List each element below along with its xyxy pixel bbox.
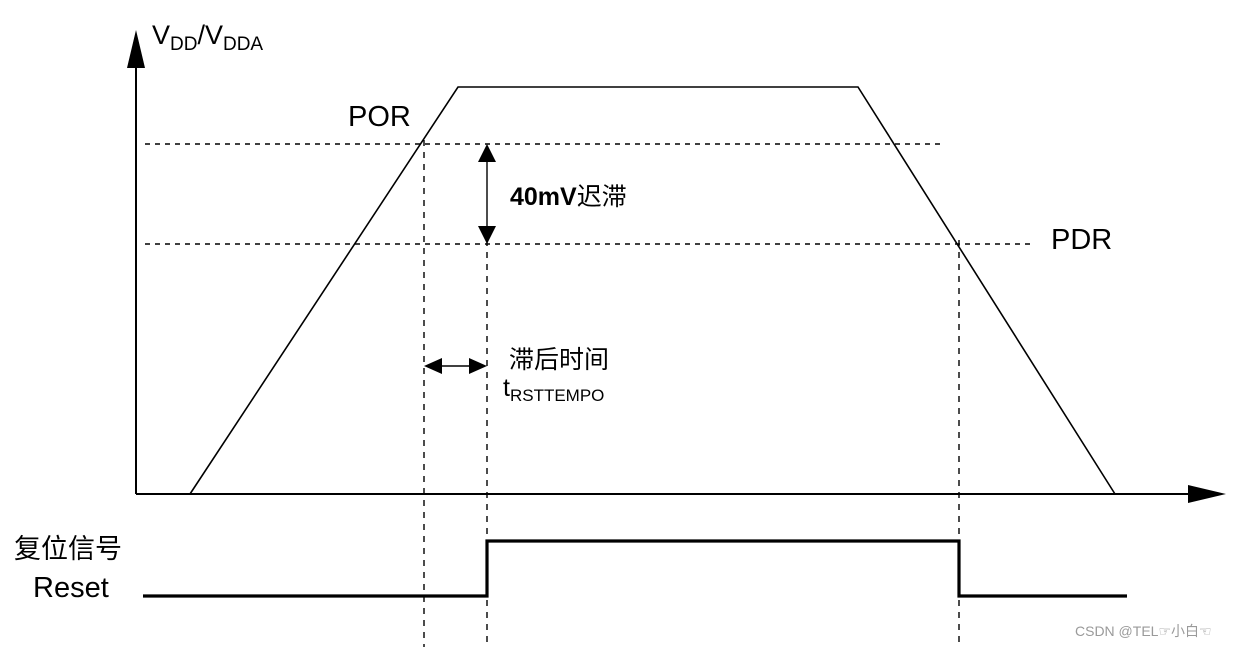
hysteresis-arrowhead-top [478,144,496,162]
delay-arrowhead-left [424,358,442,374]
y-axis-arrowhead [127,30,145,68]
hysteresis-arrowhead-bottom [478,226,496,244]
y-axis-label: VDD/VDDA [152,20,263,55]
delay-label-cn: 滞后时间 [509,345,609,374]
por-label: POR [348,101,411,133]
delay-label-trsttempo: tRSTTEMPO [503,374,604,405]
x-axis-arrowhead [1188,485,1226,503]
reset-label-en: Reset [33,572,109,604]
delay-arrowhead-right [469,358,487,374]
hysteresis-label: 40mV迟滞 [510,182,627,211]
vdd-supply-curve [189,86,1116,495]
pdr-label: PDR [1051,224,1112,256]
csdn-watermark: CSDN @TEL☞小白☜ [1075,623,1212,639]
reset-signal-waveform [143,539,1127,598]
reset-label-cn: 复位信号 [14,534,122,565]
